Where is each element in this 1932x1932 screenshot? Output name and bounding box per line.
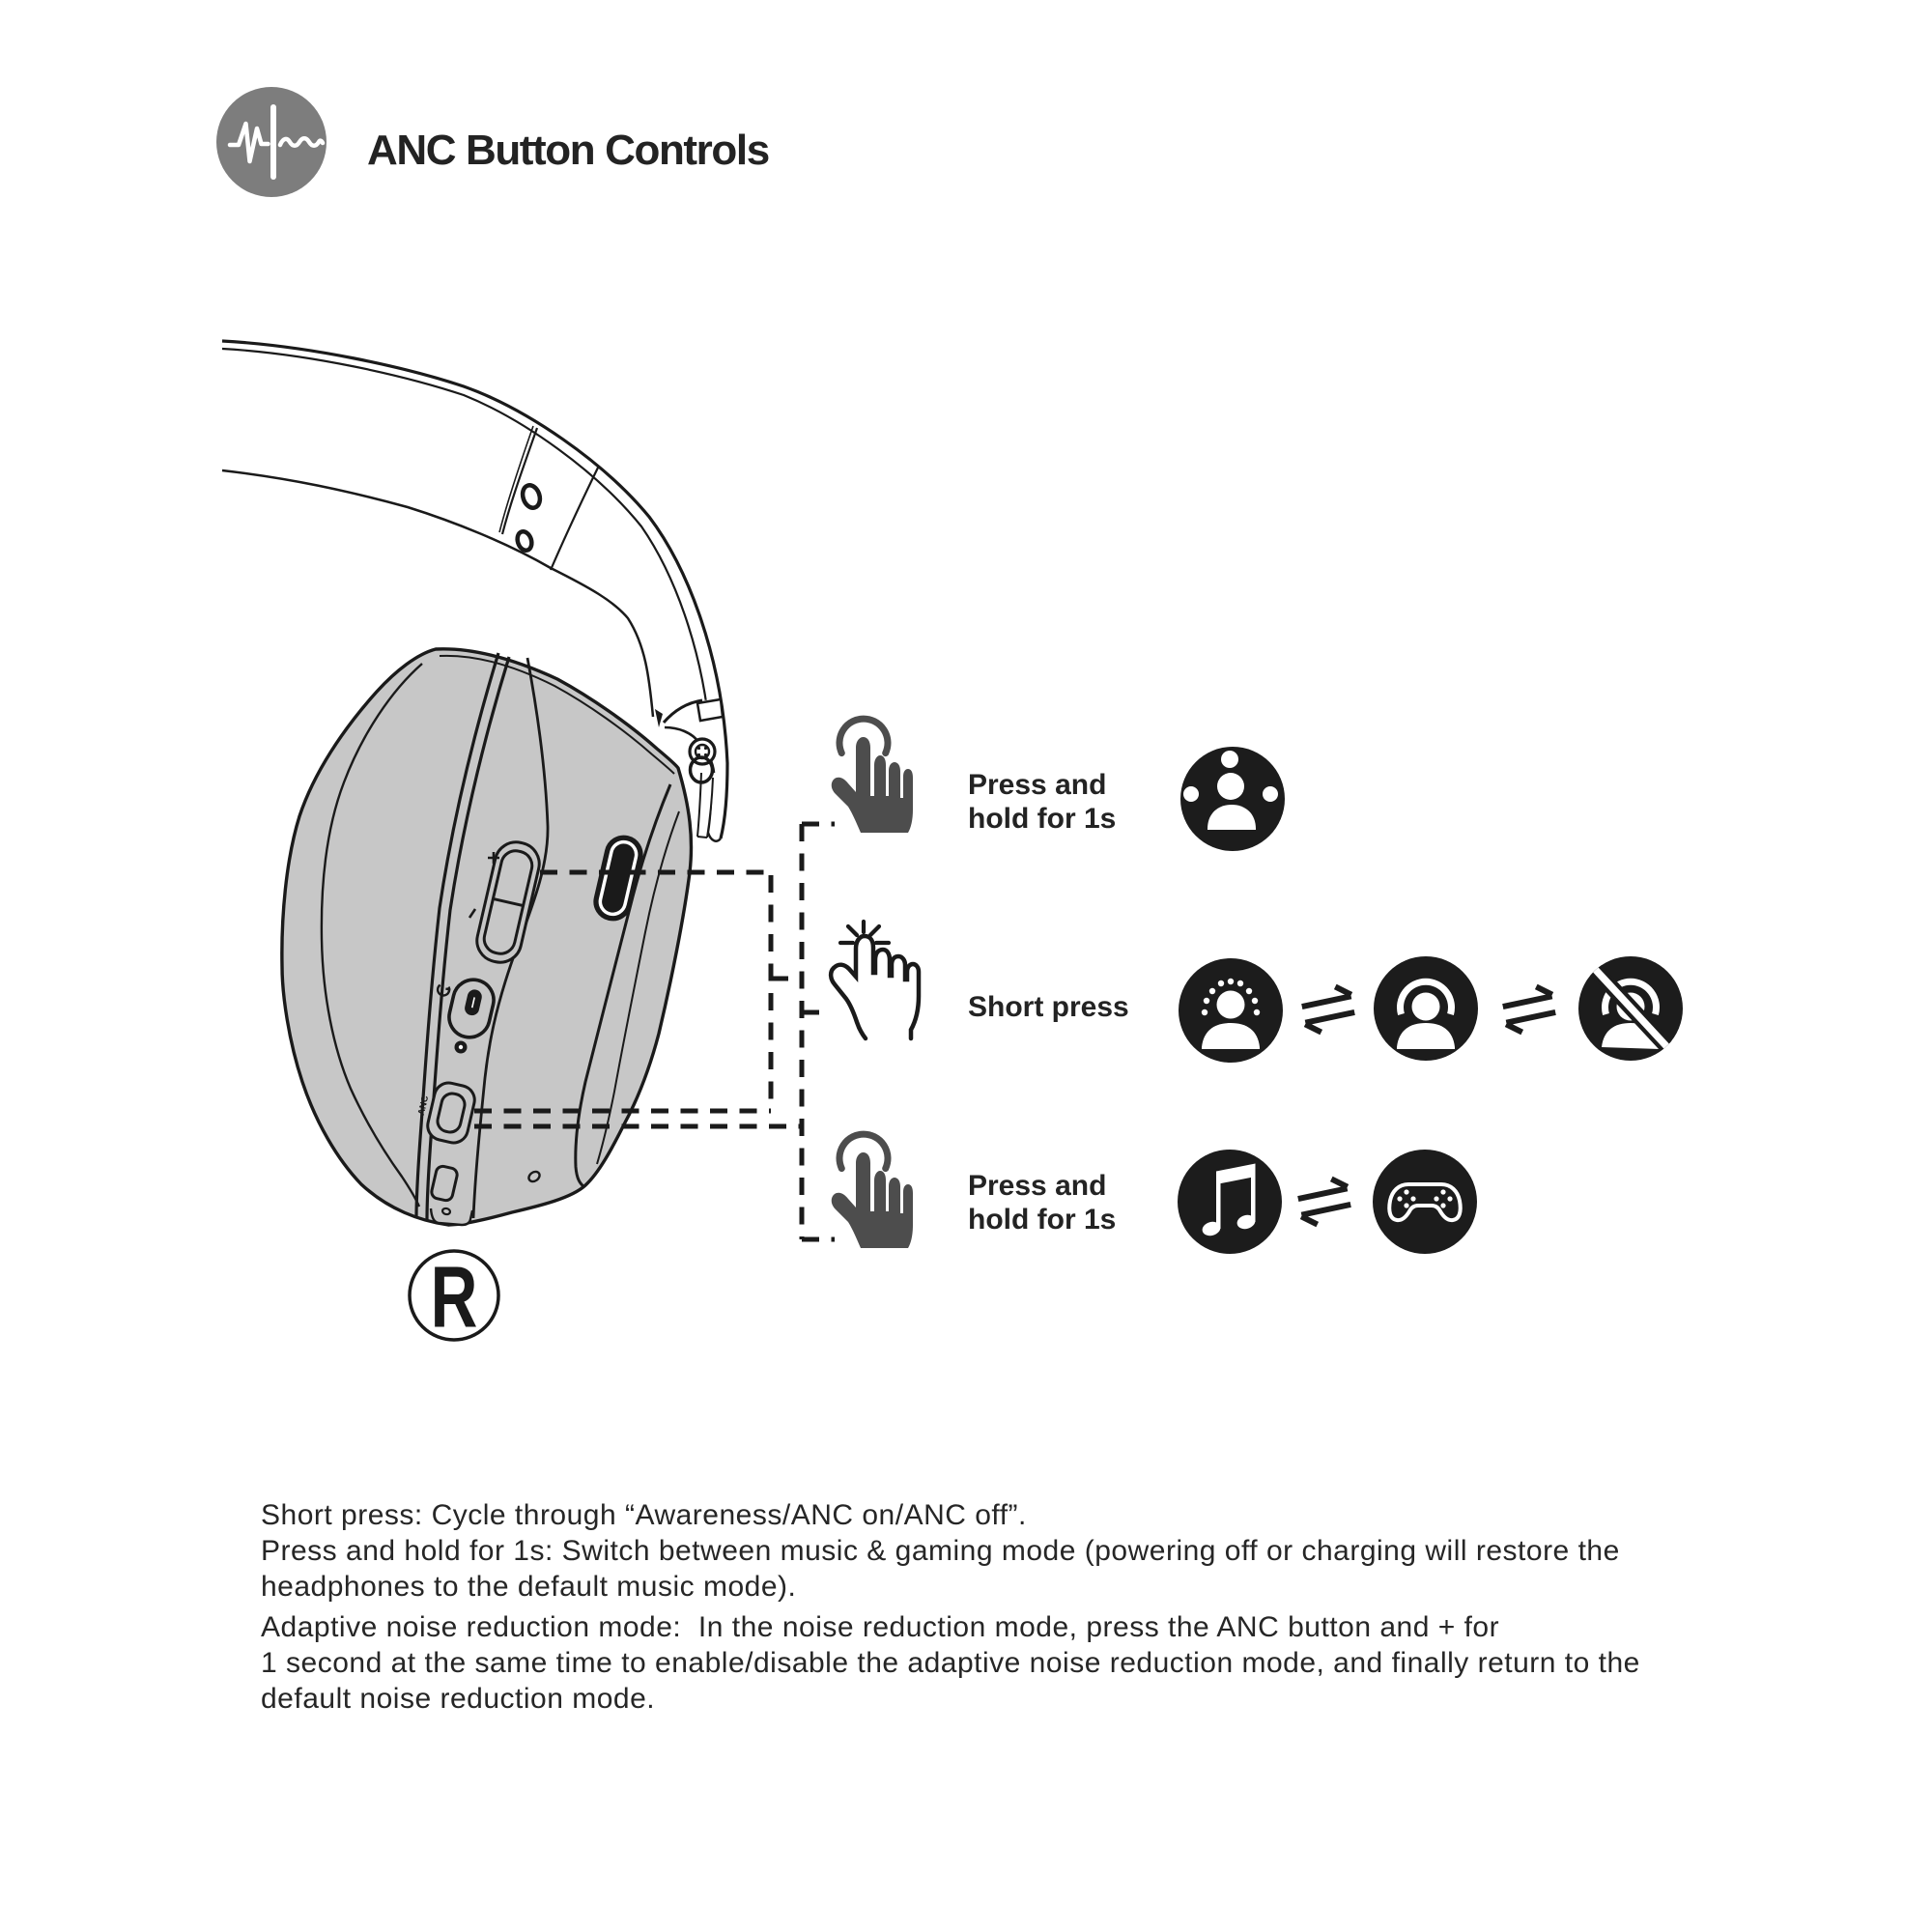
svg-text:Press and hold for 1s: Switch: Press and hold for 1s: Switch between mu…	[261, 1535, 1620, 1567]
svg-text:hold for 1s: hold for 1s	[968, 803, 1116, 835]
svg-text:ANC Button Controls: ANC Button Controls	[367, 127, 769, 174]
svg-text:1 second at the same time to e: 1 second at the same time to enable/disa…	[261, 1647, 1640, 1679]
svg-text:Press and: Press and	[968, 1170, 1106, 1202]
svg-text:R: R	[431, 1248, 478, 1346]
svg-text:Short press: Short press	[968, 991, 1129, 1023]
svg-text:default noise reduction mode.: default noise reduction mode.	[261, 1683, 655, 1715]
svg-text:Short press: Cycle through “Aw: Short press: Cycle through “Awareness/AN…	[261, 1499, 1027, 1531]
svg-text:ANC: ANC	[416, 1094, 431, 1117]
svg-text:headphones to the default musi: headphones to the default music mode).	[261, 1571, 796, 1603]
svg-text:hold for 1s: hold for 1s	[968, 1204, 1116, 1236]
svg-text:Adaptive noise reduction mode:: Adaptive noise reduction mode: In the no…	[261, 1611, 1499, 1643]
svg-text:Press and: Press and	[968, 769, 1106, 801]
